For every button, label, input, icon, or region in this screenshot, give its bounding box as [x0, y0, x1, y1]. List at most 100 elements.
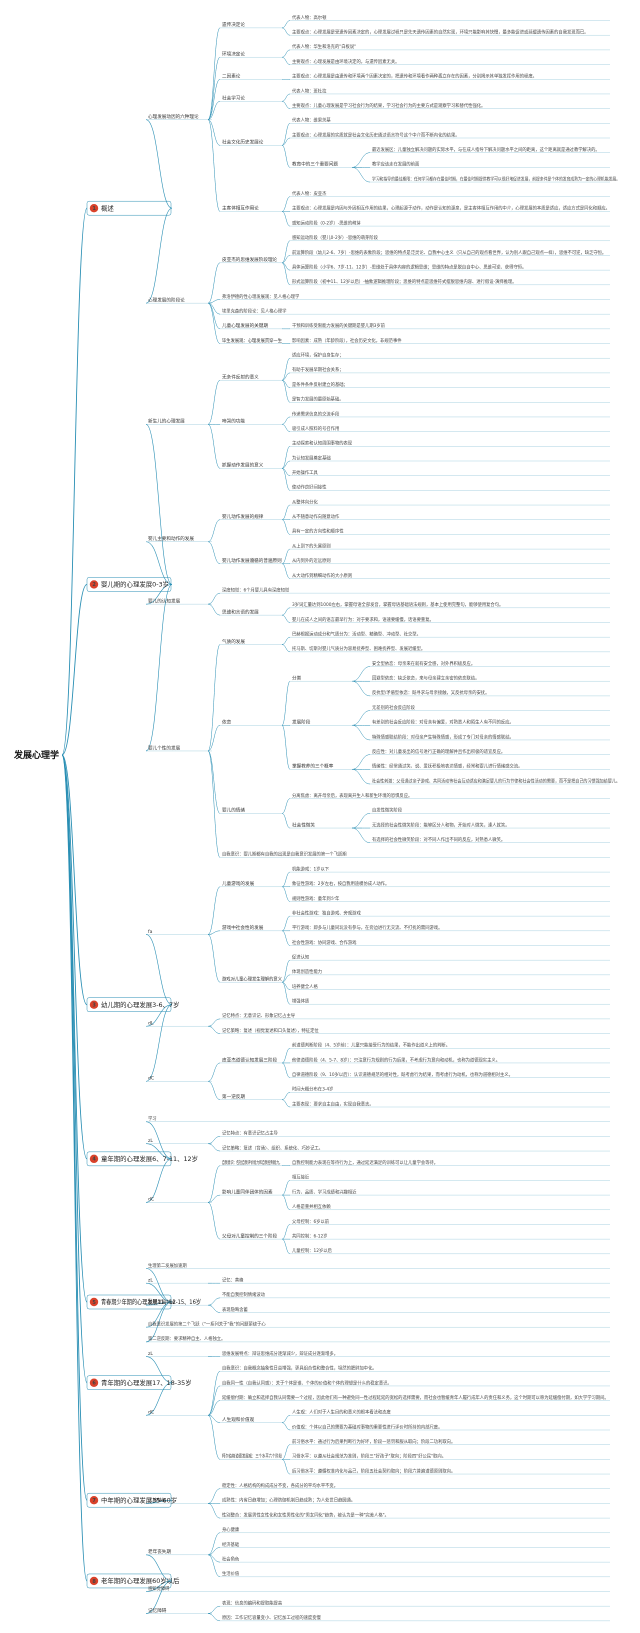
- topic-label: 婴儿个性的发展: [148, 744, 181, 751]
- branch-link: [281, 548, 291, 565]
- topic-label: 无条件反射的意义: [222, 374, 259, 381]
- leaf-text: 记忆策略：复述（视觉复述和口头复述），特征定位: [222, 1027, 319, 1034]
- topic-label: 儿童游戏的发展: [222, 880, 255, 887]
- branch-link: [351, 813, 371, 829]
- leaf-text: 感知运动阶段（婴儿0-2岁）-思维的萌芽阶段: [292, 234, 379, 241]
- section-title: 幼儿期的心理发展3-6、7岁: [101, 1000, 179, 1009]
- leaf-text: 前道德判断阶段（4、5岁前）：儿童只能接受行为的结果，不能作出道义上的判断。: [292, 1042, 450, 1049]
- topic-label: zL: [148, 1277, 153, 1283]
- branch-link: [207, 934, 221, 983]
- branch-link: [281, 357, 291, 381]
- topic-label: 遗传决定论: [222, 21, 245, 28]
- branch-link: [61, 754, 88, 1006]
- topic-label: 独理发展特点: [148, 1299, 176, 1306]
- leaf-text: 无差别的社会反应阶段: [372, 704, 416, 711]
- branch-link: [207, 519, 221, 542]
- topic-label: 记忆障碍: [148, 1607, 167, 1614]
- leaf-text: 不能自我控制情绪波动: [222, 1291, 266, 1298]
- branch-link: [145, 1143, 173, 1160]
- leaf-text: 自我同一性（自我认同感）：关于个体是谁、个体的价值和个体的理想是什么的稳定意识。: [222, 1379, 392, 1386]
- mind-map-nodes: 代表人物：高尔顿主要观点：心理发展是受遗传因素决定的，心理发展过程只是先天遗传因…: [13, 14, 620, 1621]
- topic-label: 皮亚杰的思维发展阶段理论: [222, 256, 278, 263]
- branch-link: [207, 1554, 221, 1563]
- topic-label: dC: [148, 1410, 154, 1416]
- leaf-text: 主要观点：心理发展是内因与外因相互作用的结果，心理起源于动作，动作是认知的源泉，…: [292, 205, 610, 212]
- leaf-text: 自我意识：自我概念抽象性日益增强，更具组合性和整合性，坦然的肥胖加中化。: [222, 1365, 377, 1372]
- leaf-text: 从整体向分化: [292, 498, 318, 505]
- branch-link: [281, 27, 291, 36]
- branch-link: [281, 644, 291, 653]
- branch-link: [281, 871, 291, 888]
- topic-label: 社会文化历史发展论: [222, 139, 264, 146]
- topic-label: 影响儿童同伴团体的因素: [222, 1188, 273, 1195]
- branch-link: [61, 754, 88, 1501]
- leaf-text: 记忆特点：有意识记忆占主导: [222, 1130, 279, 1137]
- branch-link: [281, 137, 291, 146]
- branch-link: [207, 1165, 221, 1203]
- leaf-text: 自发性微笑阶段: [372, 807, 403, 814]
- topic-label: dC: [148, 1076, 154, 1082]
- leaf-text: 记忆特点：无意识记、形象记忆占主导: [222, 1012, 296, 1019]
- branch-link: [61, 754, 88, 1384]
- leaf-text: 最近发展区：儿童独立解决问题的实际水平，与在成人指导下解决问题水平之间的距离，这…: [372, 146, 600, 153]
- section-title: 婴儿期的心理发展0-3岁: [101, 580, 169, 589]
- branch-link: [281, 262, 291, 271]
- topic-label: 社会学习论: [222, 95, 245, 102]
- branch-link: [281, 379, 291, 388]
- branch-link: [145, 207, 173, 304]
- branch-link: [281, 680, 291, 726]
- topic-label: 毕生发展观：心理发展贯穿一生: [222, 337, 282, 344]
- leaf-text: 后习俗水平：遵循权准内化与品己，阶段五社会契约取向；阶段六普遍道德原则取向。: [292, 1467, 455, 1474]
- branch-link: [207, 1202, 221, 1240]
- section-number: 4: [92, 1157, 96, 1163]
- branch-link: [281, 379, 291, 403]
- leaf-text: 原因：工作记忆容量变小、记忆加工过程的速度变慢: [222, 1614, 322, 1621]
- topic-label: 掌握教养的三个概率: [292, 763, 334, 770]
- topic-label: 心理发展动因的六种理论: [148, 113, 199, 120]
- leaf-text: 埃里克森的阶段论：见人格心理学: [222, 307, 287, 314]
- leaf-text: 是智力发展的最原始基础。: [292, 396, 344, 403]
- leaf-text: 非社会性游戏：独自游戏、旁观游戏: [292, 909, 361, 916]
- branch-link: [207, 1136, 221, 1144]
- branch-link: [281, 1422, 291, 1431]
- branch-link: [207, 1194, 221, 1203]
- leaf-text: 社会性游戏：协同游戏、合作游戏: [292, 939, 357, 946]
- leaf-text: 第二逆反期：要求精神自主、人格独立。: [148, 1335, 225, 1342]
- branch-link: [207, 603, 221, 616]
- leaf-text: 反应性：对儿童发出的信号进行正确的理解并且作出积极的适宜反应。: [372, 748, 505, 755]
- leaf-text: 思维发展特点：辩证思维成分逐渐减少，辩证成分逐渐增多。: [222, 1350, 338, 1357]
- branch-link: [351, 710, 371, 726]
- branch-link: [145, 584, 173, 605]
- topic-label: 主客体相互作用论: [222, 205, 259, 212]
- section-title: 青年期的心理发展17、18-35岁: [101, 1378, 192, 1387]
- section-number: 5: [92, 1300, 96, 1306]
- leaf-text: 代表人物：维果茨基: [292, 117, 331, 124]
- leaf-text: 代表人物：华生和洛克的"白板说": [292, 43, 356, 50]
- topic-label: 社会性微笑: [292, 821, 315, 828]
- branch-link: [207, 302, 221, 315]
- leaf-text: 性别整合：发展男性女性化和女性男性化的"男女同化"趋势，被认为是一种"完美人格"…: [222, 1511, 389, 1518]
- topic-label: 婴儿动作发展的规律: [222, 513, 264, 520]
- leaf-text: 是条件条件反射建立的基础；: [292, 381, 348, 388]
- leaf-text: 主动探索和认知周围事物的表现: [292, 440, 353, 447]
- branch-link: [281, 1180, 291, 1196]
- branch-link: [207, 27, 221, 120]
- leaf-text: 相互接近: [292, 1174, 310, 1181]
- mind-map-links: [61, 20, 610, 1622]
- topic-label: 教育中的三个重要问题: [292, 161, 338, 168]
- leaf-text: 影响因素：成熟（年龄阶段），社会历史文化，非规范事件: [292, 337, 402, 344]
- branch-link: [145, 1301, 173, 1306]
- branch-link: [351, 827, 371, 843]
- leaf-text: 记忆策略：复述（背诵）、组织、系统化、巧妙记工。: [222, 1144, 323, 1151]
- branch-link: [351, 666, 371, 682]
- branch-link: [281, 959, 291, 983]
- branch-link: [351, 167, 371, 183]
- branch-link: [207, 541, 221, 565]
- topic-label: 二因素论: [222, 73, 241, 80]
- leaf-text: 生活价值: [222, 1570, 240, 1577]
- topic-label: 第一逆反期: [222, 1093, 245, 1100]
- leaf-text: 具体运算阶段（小学6、7岁-11、12岁）-思维处于具体内容的逻辑思维；思维的特…: [292, 263, 526, 270]
- branch-link: [207, 930, 221, 935]
- branch-link: [351, 152, 371, 168]
- topic-label: 环境决定论: [222, 51, 245, 58]
